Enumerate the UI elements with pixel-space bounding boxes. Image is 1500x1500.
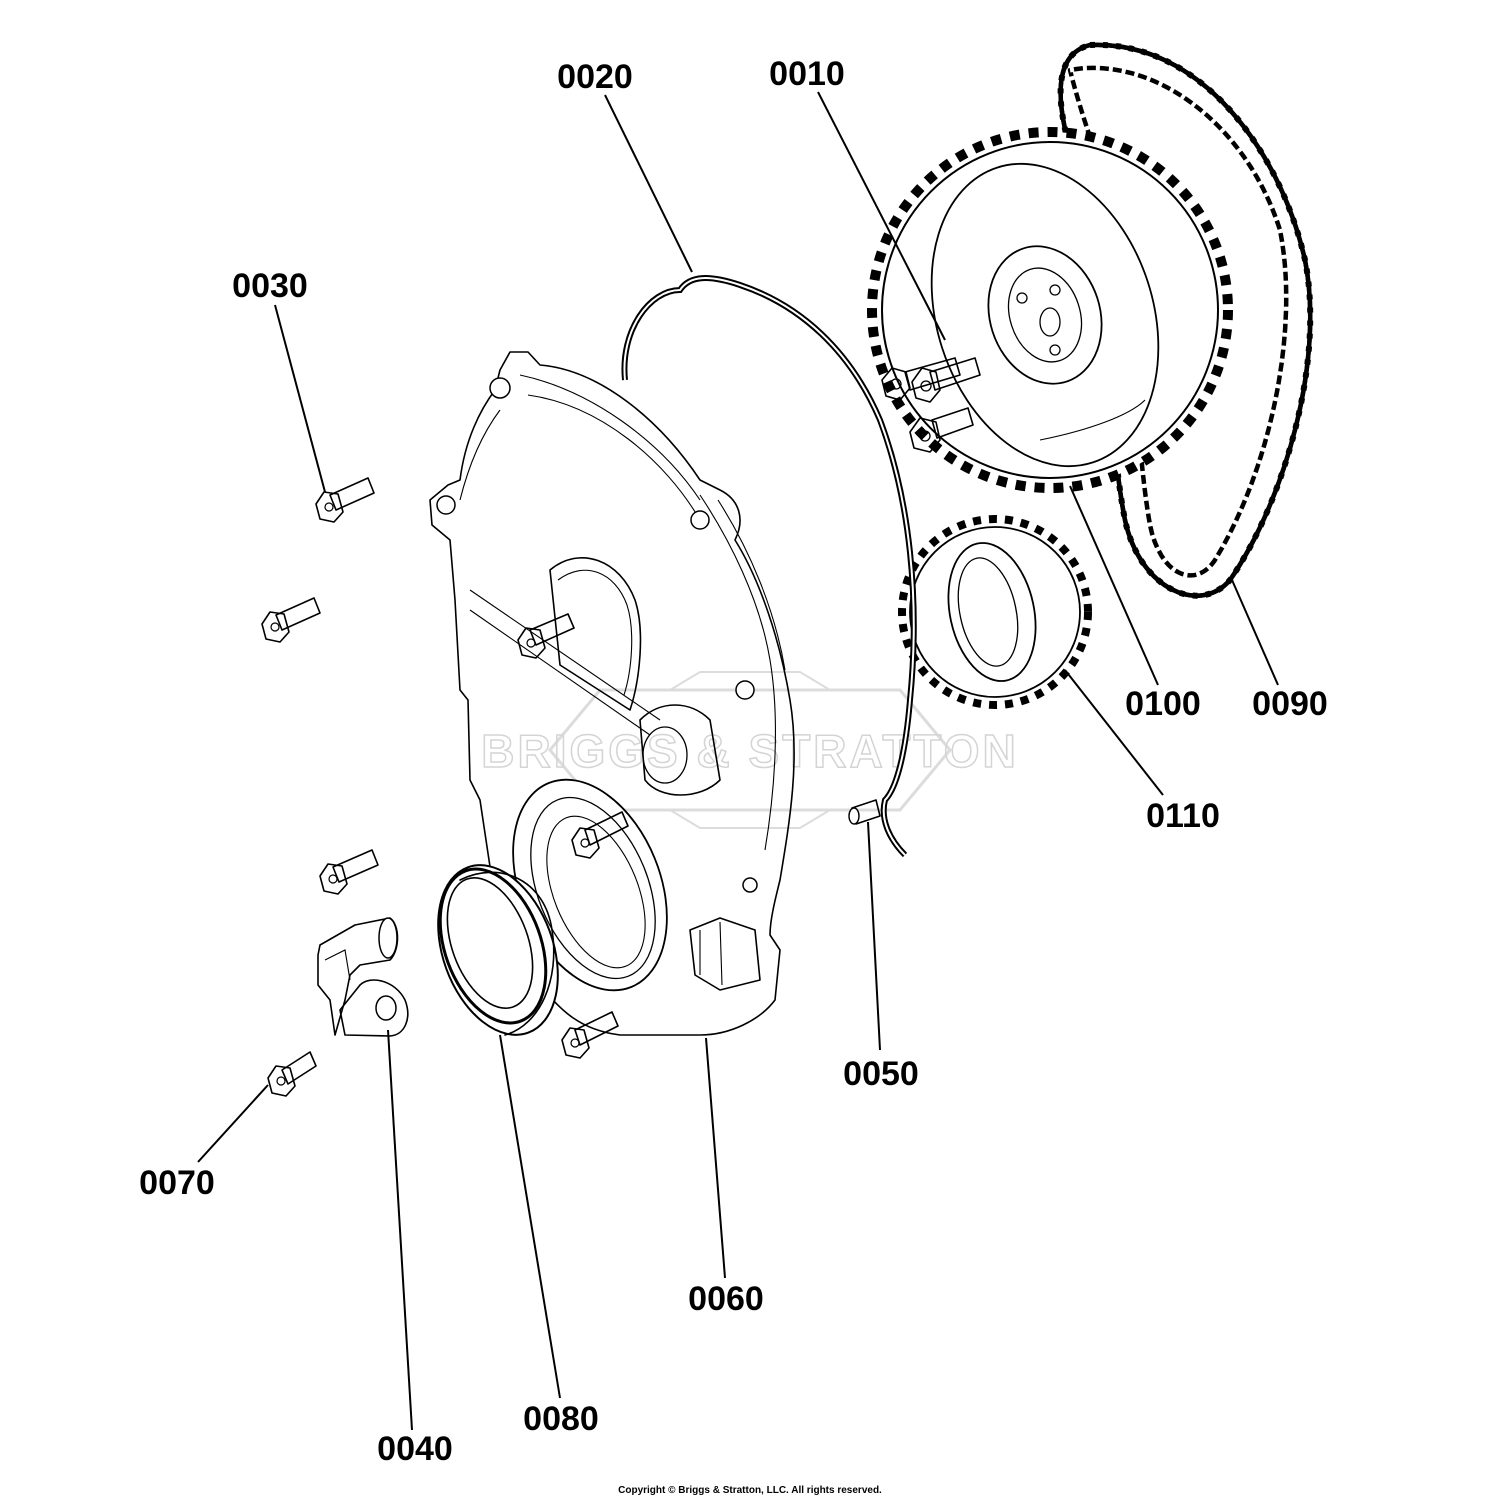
callout-0110: 0110 xyxy=(1146,797,1220,835)
callout-0040: 0040 xyxy=(377,1430,453,1468)
watermark: BRIGGS & STRATTON xyxy=(481,671,1018,829)
leader-0020 xyxy=(604,94,693,273)
callout-0010: 0010 xyxy=(769,55,845,93)
leader-0100 xyxy=(1069,485,1159,686)
callout-labels: 0020 0010 0030 0100 0090 0110 0050 0070 … xyxy=(139,55,1328,1468)
callout-0090: 0090 xyxy=(1252,685,1328,723)
callout-0080: 0080 xyxy=(523,1400,599,1438)
copyright-notice: Copyright © Briggs & Stratton, LLC. All … xyxy=(618,1485,882,1496)
part-0070-bolt xyxy=(267,1051,317,1097)
watermark-text: BRIGGS & STRATTON xyxy=(481,725,1018,777)
leader-0090 xyxy=(1231,579,1279,686)
part-0080-oil-seal xyxy=(437,864,559,1036)
leader-0010 xyxy=(817,91,946,341)
callout-0020: 0020 xyxy=(557,58,633,96)
part-0010-sprocket-bolts xyxy=(881,357,981,453)
leader-0070 xyxy=(197,1084,269,1163)
callout-0070: 0070 xyxy=(139,1164,215,1202)
leader-0080 xyxy=(499,1034,561,1399)
part-0110-crank-sprocket xyxy=(898,515,1092,709)
leader-0110 xyxy=(1064,669,1164,796)
part-0100-cam-sprocket xyxy=(867,127,1233,493)
part-0030-bolts xyxy=(261,477,379,895)
part-0020-gasket xyxy=(621,275,917,858)
cover-bolts xyxy=(517,613,629,1059)
callout-0050: 0050 xyxy=(843,1055,919,1093)
callout-0030: 0030 xyxy=(232,267,308,305)
part-0050-dowel-pin xyxy=(848,799,881,825)
leader-0050 xyxy=(867,821,881,1051)
part-0040-sensor xyxy=(317,917,409,1037)
callout-0060: 0060 xyxy=(688,1280,764,1318)
leader-lines xyxy=(197,91,1279,1431)
leader-0030 xyxy=(274,304,326,493)
callout-0100: 0100 xyxy=(1125,685,1201,723)
leader-0040 xyxy=(387,1029,413,1431)
leader-0060 xyxy=(705,1037,726,1279)
